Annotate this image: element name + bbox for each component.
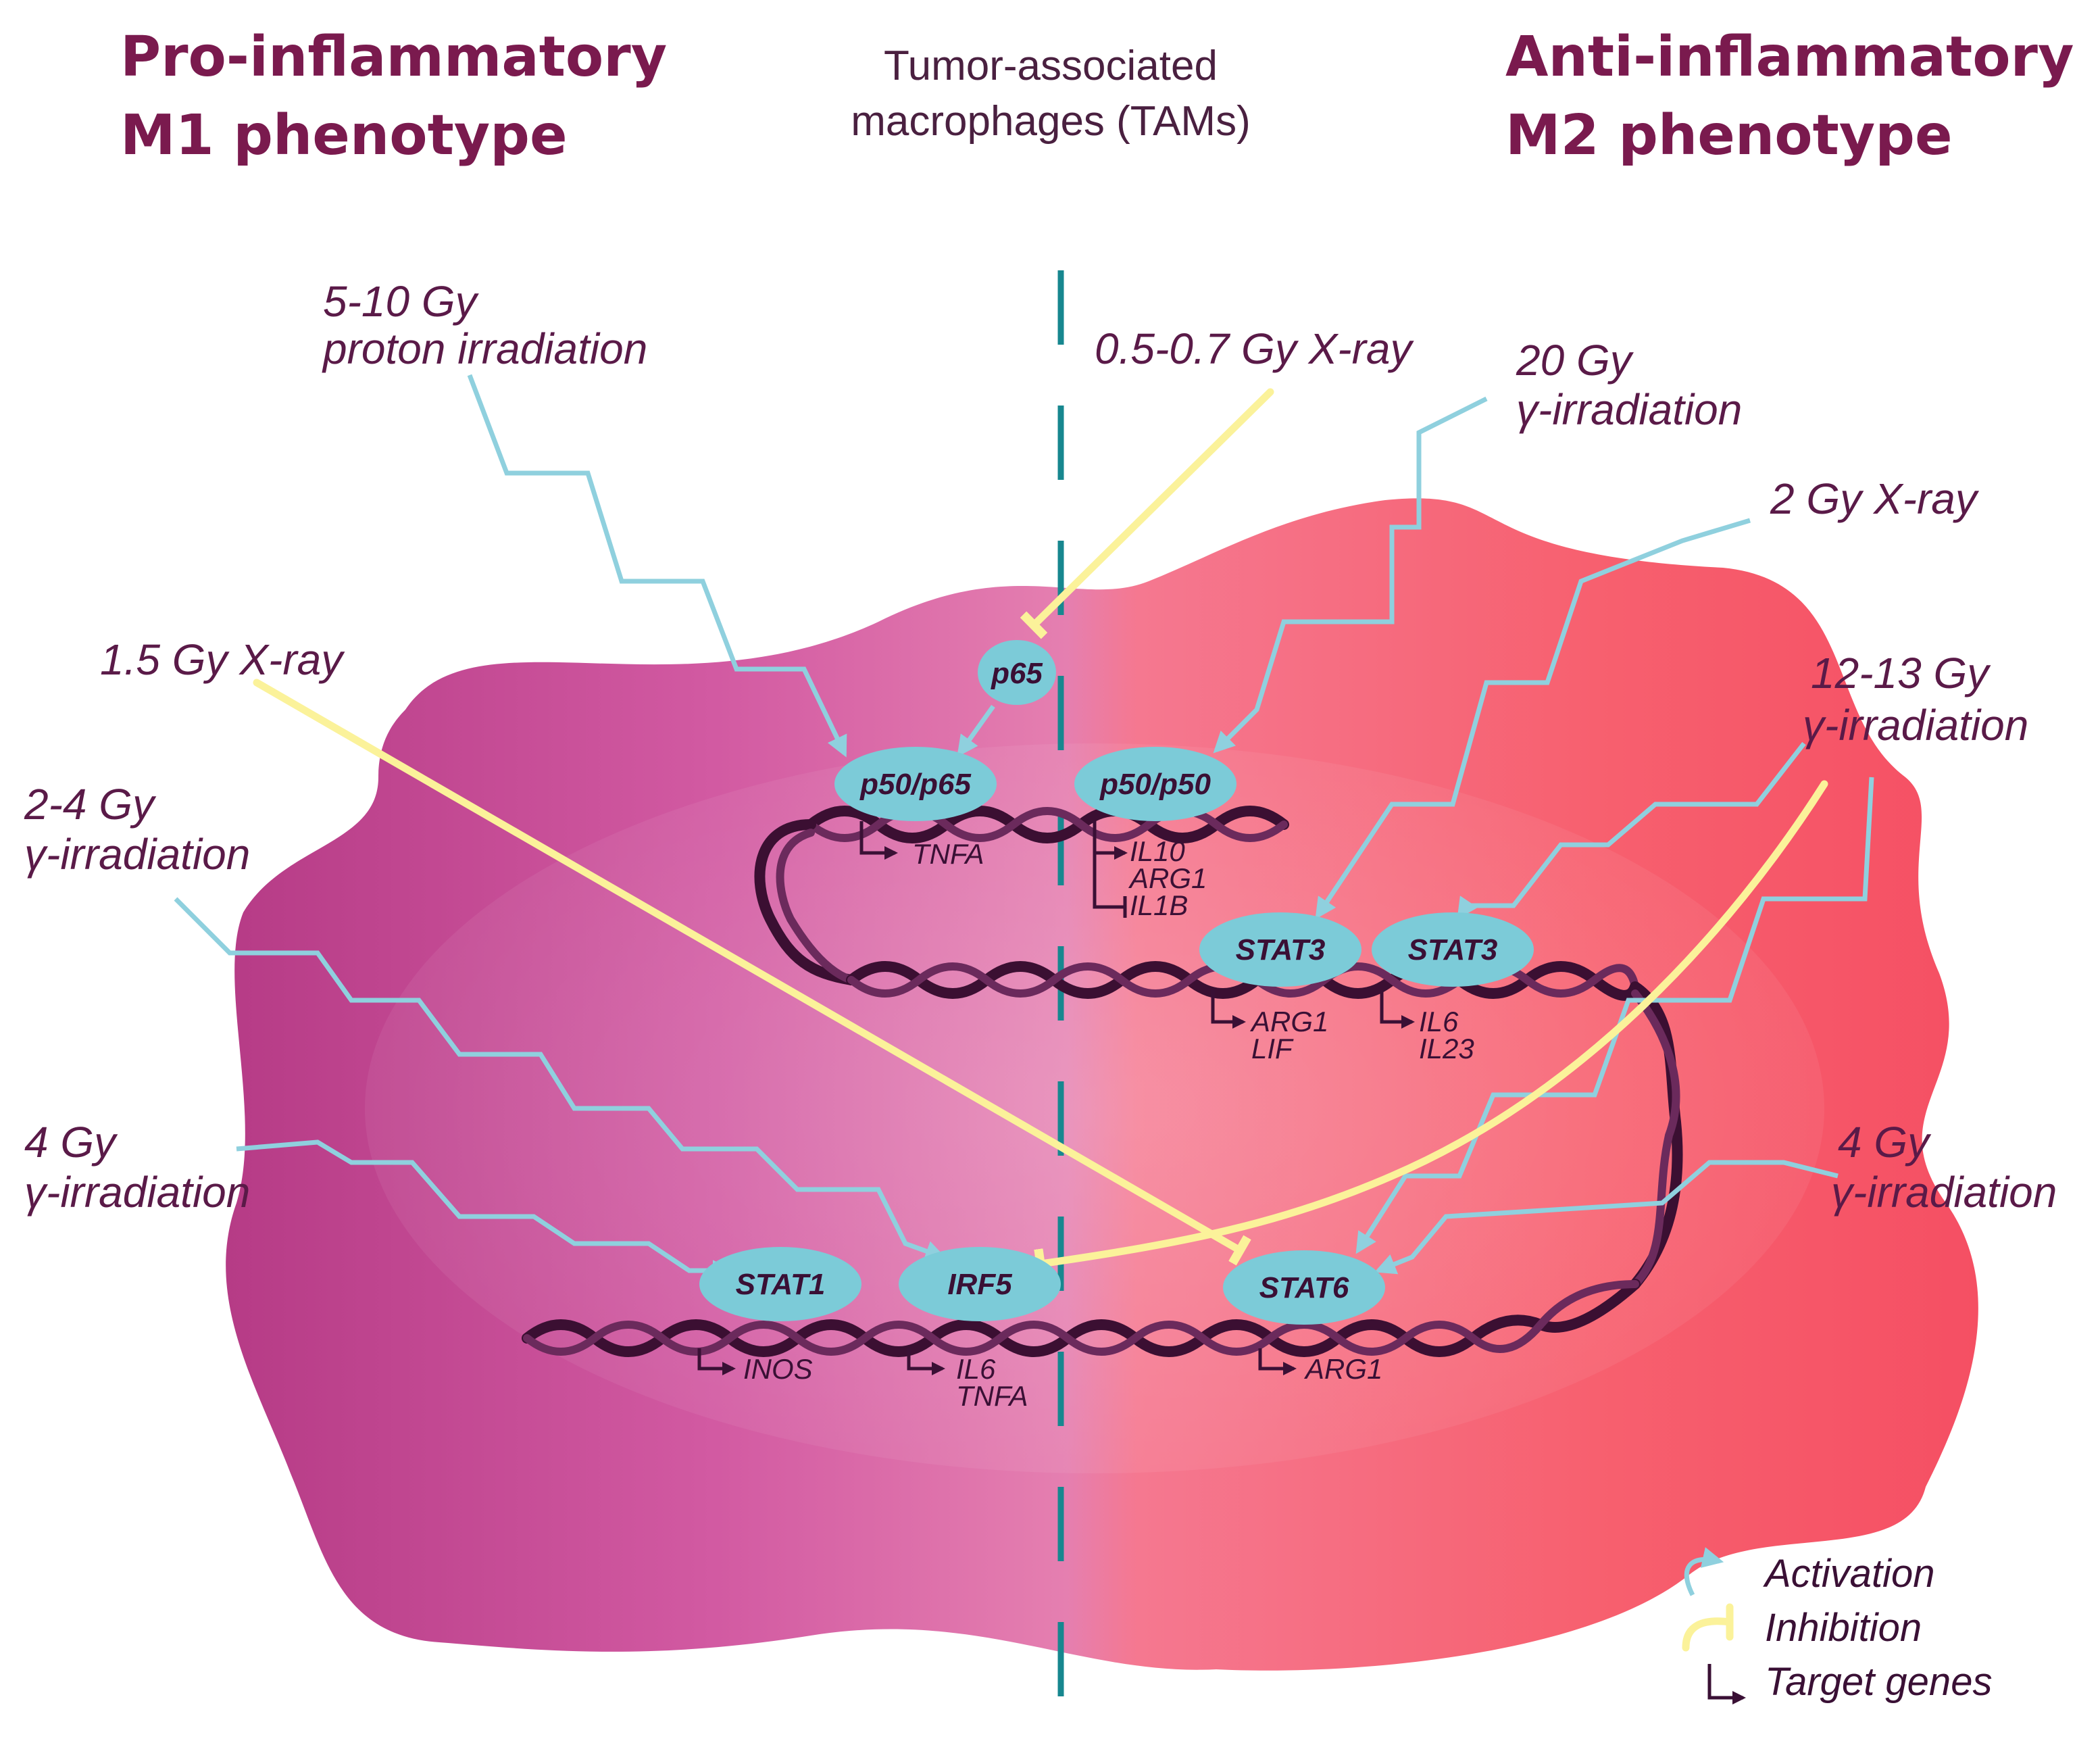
activation-proton-to-p50p65 xyxy=(467,374,847,758)
m1-heading-line1: Pro-inflammatory xyxy=(120,25,667,89)
stim-20gy-line2: γ-irradiation xyxy=(1516,385,1742,434)
dna-strand-upper xyxy=(805,806,1289,843)
activation-24gy-to-irf5 xyxy=(174,897,947,1262)
gene-arg1-stat3: ARG1 xyxy=(1249,1006,1328,1037)
irf5-oval xyxy=(899,1247,1061,1321)
target-arrow-il6-tnfa xyxy=(907,1348,945,1375)
target-arrow-il1b xyxy=(1093,853,1127,918)
inhibition-15gy-to-stat6 xyxy=(253,679,1240,1250)
tam-heading-line2: macrophages (TAMs) xyxy=(851,98,1250,145)
dna-loop-left xyxy=(754,819,857,985)
legend-activation-label: Activation xyxy=(1763,1552,1934,1596)
stim-4gy-left-line2: γ-irradiation xyxy=(24,1168,250,1217)
activation-20gy-to-p50p50 xyxy=(1213,396,1488,754)
stim-4gy-right-line2: γ-irradiation xyxy=(1831,1168,2057,1217)
gene-inos: INOS xyxy=(743,1353,813,1385)
stim-xray-15gy: 1.5 Gy X-ray xyxy=(100,635,345,684)
m1-heading-line2: M1 phenotype xyxy=(120,103,568,168)
gene-il23: IL23 xyxy=(1419,1033,1474,1064)
stim-24gy-line2: γ-irradiation xyxy=(24,830,250,879)
gene-il6-irf5: IL6 xyxy=(956,1353,996,1385)
stim-proton-line2: proton irradiation xyxy=(322,324,647,373)
stat3-b-oval xyxy=(1372,912,1534,987)
dna-strand-lower xyxy=(522,1279,1641,1357)
p50p50-oval xyxy=(1074,747,1236,821)
gene-arg1-stat6: ARG1 xyxy=(1303,1353,1382,1385)
m2-heading-line2: M2 phenotype xyxy=(1505,103,1953,168)
stim-xray-low: 0.5-0.7 Gy X-ray xyxy=(1095,324,1415,373)
stat6-label: STAT6 xyxy=(1259,1271,1349,1304)
stat1-label: STAT1 xyxy=(736,1268,826,1301)
stim-1213gy-line2: γ-irradiation xyxy=(1803,701,2028,750)
legend-inhibition-label: Inhibition xyxy=(1765,1606,1922,1650)
p65-label: p65 xyxy=(991,657,1043,690)
m2-heading-line1: Anti-inflammatory xyxy=(1505,25,2074,89)
legend: Activation Inhibition Target genes xyxy=(1682,1547,1992,1704)
activation-1213gy-to-stat3b xyxy=(1457,741,1806,920)
gene-tnfa-upper: TNFA xyxy=(912,838,984,870)
tam-heading-line1: Tumor-associated xyxy=(884,43,1218,89)
stim-20gy-line1: 20 Gy xyxy=(1516,336,1634,385)
stat6-oval xyxy=(1223,1250,1385,1325)
stat1-oval xyxy=(699,1247,861,1321)
stat3-a-label: STAT3 xyxy=(1236,933,1326,966)
gene-il10: IL10 xyxy=(1130,835,1185,867)
stat3-a-oval xyxy=(1199,912,1361,987)
legend-target-label: Target genes xyxy=(1765,1660,1992,1704)
stim-1213gy-line1: 12-13 Gy xyxy=(1811,649,1991,697)
p50p65-label: p50/p65 xyxy=(859,768,971,801)
target-arrow-arg1-lower xyxy=(1258,1348,1297,1375)
stim-xray-2gy: 2 Gy X-ray xyxy=(1770,474,1980,523)
inhibition-1213gy-to-irf5 xyxy=(1041,780,1828,1264)
target-arrow-il6-il23 xyxy=(1380,990,1415,1029)
activation-p65-to-p50p65 xyxy=(957,704,995,758)
stim-4gy-left-line1: 4 Gy xyxy=(24,1118,118,1167)
stim-proton-line1: 5-10 Gy xyxy=(323,277,480,326)
inhibition-low-xray-to-p65 xyxy=(1034,388,1274,625)
activation-4gy-left-to-stat1 xyxy=(236,1139,734,1281)
legend-target-icon xyxy=(1707,1664,1746,1704)
stim-4gy-right-line1: 4 Gy xyxy=(1838,1118,1932,1167)
dna-loop-right xyxy=(1630,981,1683,1290)
gene-lif: LIF xyxy=(1251,1033,1294,1064)
p65-oval xyxy=(978,640,1056,705)
activation-1213gy-to-stat6 xyxy=(1355,777,1874,1254)
stat3-b-label: STAT3 xyxy=(1408,933,1498,966)
gene-tnfa-lower: TNFA xyxy=(956,1380,1028,1412)
activation-4gy-right-to-stat6 xyxy=(1374,1160,1839,1275)
gene-arg1-upper: ARG1 xyxy=(1128,862,1207,894)
gene-il1b: IL1B xyxy=(1130,889,1188,921)
irf5-label: IRF5 xyxy=(947,1268,1012,1301)
target-arrow-inos xyxy=(697,1348,736,1375)
target-arrow-arg1-lif xyxy=(1211,990,1246,1029)
stim-24gy-line1: 2-4 Gy xyxy=(24,780,157,829)
p50p50-label: p50/p50 xyxy=(1099,768,1211,801)
legend-inhibition-icon xyxy=(1682,1603,1734,1652)
activation-2gy-to-stat3a xyxy=(1315,518,1751,920)
gene-il6-stat3: IL6 xyxy=(1419,1006,1459,1037)
legend-activation-icon xyxy=(1684,1547,1724,1596)
p50p65-oval xyxy=(834,747,997,821)
target-arrow-tnfa-upper xyxy=(859,821,898,860)
